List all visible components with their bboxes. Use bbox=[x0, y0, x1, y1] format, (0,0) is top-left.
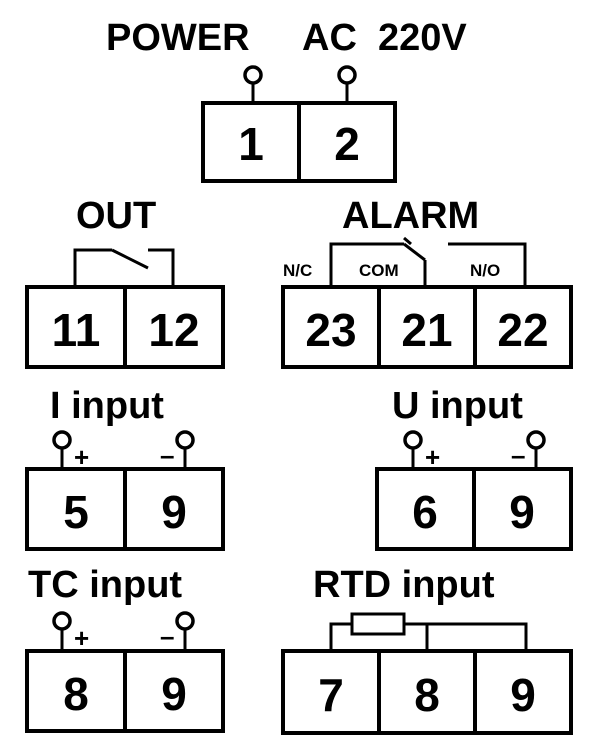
terminal-7-number: 7 bbox=[318, 669, 344, 721]
rtd-input-label: RTD input bbox=[313, 564, 495, 606]
terminal-2 bbox=[297, 101, 397, 183]
terminal-12-number: 12 bbox=[148, 304, 199, 356]
terminal-1-number: 1 bbox=[238, 118, 264, 170]
terminal-11 bbox=[25, 285, 127, 369]
terminal-9-u bbox=[472, 467, 573, 551]
i-input-minus-ring-icon bbox=[175, 430, 195, 450]
terminal-8-tc bbox=[25, 649, 127, 733]
i-input-plus-ring-icon bbox=[52, 430, 72, 450]
i-input-label: I input bbox=[50, 385, 164, 427]
rtd-resistor-icon bbox=[329, 612, 528, 651]
terminal-6-number: 6 bbox=[412, 486, 438, 538]
terminal-11-number: 11 bbox=[52, 304, 101, 356]
alarm-com-label: COM bbox=[359, 261, 399, 280]
tc-input-plus-sign: + bbox=[74, 623, 89, 653]
i-input-rings bbox=[52, 430, 195, 469]
tc-input-minus-sign: – bbox=[160, 621, 174, 651]
terminal-9-rtd bbox=[473, 649, 573, 735]
i-input-minus-sign: – bbox=[160, 440, 174, 470]
alarm-terminal-block: 23 21 22 bbox=[281, 285, 573, 369]
terminal-21 bbox=[377, 285, 477, 369]
power-voltage-label: 220V bbox=[378, 17, 467, 59]
rtd-input-terminal-block: 7 8 9 bbox=[281, 649, 573, 735]
terminal-9-i bbox=[123, 467, 225, 551]
terminal-5-number: 5 bbox=[63, 486, 89, 538]
terminal-9-rtd-number: 9 bbox=[510, 669, 536, 721]
u-input-minus-sign: – bbox=[511, 440, 525, 470]
terminal-1-ring-icon bbox=[243, 65, 263, 85]
tc-input-rings bbox=[52, 611, 195, 651]
u-input-plus-sign: + bbox=[425, 442, 440, 472]
tc-input-plus-ring-icon bbox=[52, 611, 72, 631]
out-relay-switch-icon bbox=[73, 248, 175, 287]
i-input-terminal-block: 5 9 bbox=[25, 467, 225, 551]
terminal-9-tc bbox=[123, 649, 225, 733]
power-terminal-rings bbox=[243, 65, 357, 103]
u-input-rings bbox=[403, 430, 546, 469]
terminal-2-ring-icon bbox=[337, 65, 357, 85]
u-input-minus-ring-icon bbox=[526, 430, 546, 450]
terminal-12 bbox=[123, 285, 225, 369]
terminal-23-number: 23 bbox=[305, 304, 356, 356]
u-input-terminal-block: 6 9 bbox=[375, 467, 573, 551]
terminal-22 bbox=[473, 285, 573, 369]
terminal-9-i-number: 9 bbox=[161, 486, 187, 538]
u-input-plus-ring-icon bbox=[403, 430, 423, 450]
i-input-plus-sign: + bbox=[74, 442, 89, 472]
u-input-label: U input bbox=[392, 385, 523, 427]
terminal-7 bbox=[281, 649, 381, 735]
terminal-23 bbox=[281, 285, 381, 369]
terminal-21-number: 21 bbox=[401, 304, 452, 356]
out-label: OUT bbox=[76, 195, 156, 237]
tc-input-terminal-block: 8 9 bbox=[25, 649, 225, 733]
power-ac-label: AC bbox=[302, 17, 357, 59]
tc-input-minus-ring-icon bbox=[175, 611, 195, 631]
alarm-nc-label: N/C bbox=[283, 261, 312, 280]
terminal-9-u-number: 9 bbox=[509, 486, 535, 538]
alarm-relay-switch-icon bbox=[329, 236, 527, 287]
tc-input-label: TC input bbox=[28, 564, 182, 606]
alarm-no-label: N/O bbox=[470, 261, 500, 280]
power-terminal-block: 1 2 bbox=[201, 101, 397, 183]
terminal-8-rtd bbox=[377, 649, 477, 735]
alarm-label: ALARM bbox=[342, 195, 479, 237]
out-terminal-block: 11 12 bbox=[25, 285, 225, 369]
terminal-2-number: 2 bbox=[334, 118, 360, 170]
terminal-8-rtd-number: 8 bbox=[414, 669, 440, 721]
power-label: POWER bbox=[106, 17, 250, 59]
terminal-22-number: 22 bbox=[497, 304, 548, 356]
terminal-9-tc-number: 9 bbox=[161, 668, 187, 720]
terminal-8-tc-number: 8 bbox=[63, 668, 89, 720]
